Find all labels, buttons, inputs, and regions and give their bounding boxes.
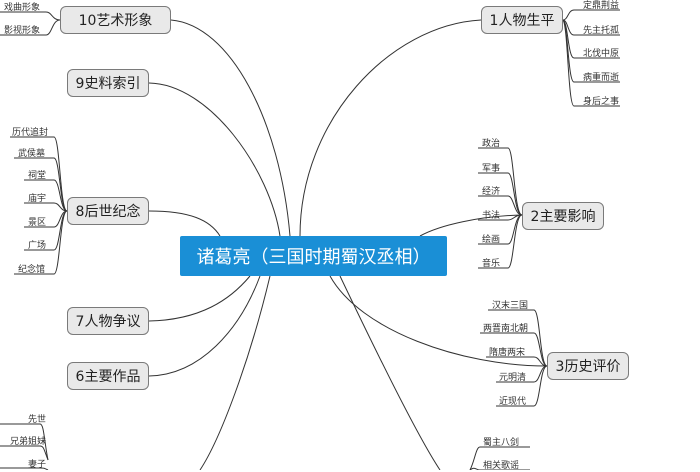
leaf-item[interactable]: 蜀主八剑 — [483, 438, 520, 448]
topic-evaluation[interactable]: 3历史评价 — [547, 352, 629, 380]
topic-biography[interactable]: 1人物生平 — [481, 6, 563, 34]
leaf-item[interactable]: 先世 — [28, 415, 47, 425]
topic-sources[interactable]: 9史料索引 — [67, 69, 149, 97]
topic-controversy[interactable]: 7人物争议 — [67, 307, 149, 335]
leaf-item[interactable]: 军事 — [482, 164, 501, 174]
leaf-item[interactable]: 书法 — [482, 211, 501, 221]
leaf-item[interactable]: 政治 — [482, 139, 501, 149]
topic-art-image[interactable]: 10艺术形象 — [60, 6, 171, 34]
leaf-item[interactable]: 武侯墓 — [18, 149, 46, 159]
central-topic[interactable]: 诸葛亮（三国时期蜀汉丞相） — [180, 236, 447, 276]
leaf-item[interactable]: 广场 — [28, 241, 47, 251]
leaf-item[interactable]: 妻子 — [28, 460, 47, 470]
leaf-item[interactable]: 两晋南北朝 — [483, 324, 529, 334]
leaf-item[interactable]: 身后之事 — [583, 97, 620, 107]
leaf-item[interactable]: 历代追封 — [12, 128, 49, 138]
leaf-item[interactable]: 隋唐两宋 — [489, 348, 526, 358]
leaf-item[interactable]: 北伐中原 — [583, 49, 620, 59]
leaf-item[interactable]: 元明清 — [499, 373, 527, 383]
leaf-item[interactable]: 祠堂 — [28, 171, 47, 181]
leaf-item[interactable]: 经济 — [482, 187, 501, 197]
leaf-item[interactable]: 定鼎荆益 — [583, 1, 620, 11]
topic-influence[interactable]: 2主要影响 — [522, 202, 604, 230]
leaf-item[interactable]: 庙宇 — [28, 194, 47, 204]
leaf-item[interactable]: 纪念馆 — [18, 265, 46, 275]
leaf-item[interactable]: 兄弟姐妹 — [10, 437, 47, 447]
leaf-item[interactable]: 影视形象 — [4, 26, 41, 36]
leaf-item[interactable]: 戏曲形象 — [4, 3, 41, 13]
leaf-item[interactable]: 相关歌谣 — [483, 461, 520, 471]
leaf-item[interactable]: 近现代 — [499, 397, 527, 407]
leaf-item[interactable]: 先主托孤 — [583, 26, 620, 36]
leaf-item[interactable]: 汉末三国 — [492, 301, 529, 311]
topic-memorials[interactable]: 8后世纪念 — [67, 197, 149, 225]
leaf-item[interactable]: 绘画 — [482, 235, 501, 245]
leaf-item[interactable]: 景区 — [28, 218, 47, 228]
leaf-item[interactable]: 音乐 — [482, 259, 501, 269]
topic-works[interactable]: 6主要作品 — [67, 362, 149, 390]
leaf-item[interactable]: 病重而逝 — [583, 73, 620, 83]
